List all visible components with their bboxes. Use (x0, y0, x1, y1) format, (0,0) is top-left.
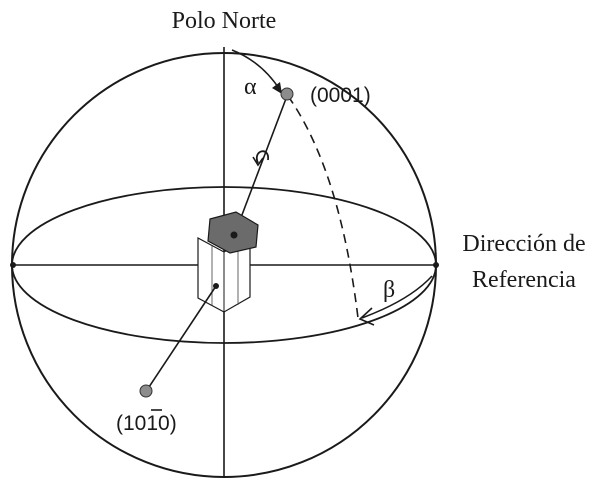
beta-label: β (383, 277, 395, 303)
pole-0001-marker (280, 87, 294, 101)
rotation-arrowhead-icon (252, 156, 264, 167)
hexagonal-prism-icon (197, 211, 259, 313)
alpha-label: α (244, 74, 257, 100)
north-pole-label: Polo Norte (172, 8, 277, 34)
reference-direction-label-line2: Referencia (472, 267, 576, 293)
pole-0001-label: (0001) (310, 84, 371, 107)
rotation-icon (255, 150, 269, 164)
reference-axis-left-end (10, 262, 16, 268)
a-axis-line (146, 285, 217, 391)
hexagon-center-dot (230, 231, 238, 239)
c-axis-line (233, 95, 288, 237)
alpha-arrowhead (272, 82, 282, 94)
pole-1010-label: (1010) (116, 412, 177, 435)
prism-inner-dot (213, 283, 219, 289)
reference-direction-label-line1: Dirección de (462, 231, 585, 257)
dashed-meridian (287, 95, 359, 319)
pole-1010-marker (139, 384, 153, 398)
beta-arrowhead (358, 307, 375, 326)
reference-axis-right-end (433, 262, 439, 268)
beta-arc (361, 275, 433, 319)
